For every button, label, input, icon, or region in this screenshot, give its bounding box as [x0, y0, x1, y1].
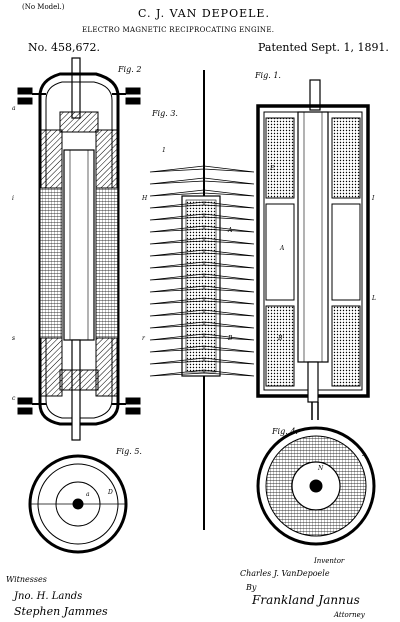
fin: [149, 333, 255, 341]
svg-text:c: c: [12, 395, 16, 402]
fin: [149, 189, 255, 197]
witnesses-label: Witnesses: [6, 575, 47, 584]
patent-number: No. 458,672.: [28, 41, 101, 54]
svg-text:s: s: [362, 451, 365, 458]
by-label: By: [246, 583, 257, 592]
figure-label-fig5: Fig. 5.: [116, 447, 142, 456]
attorney-label: Attorney: [334, 611, 365, 619]
figure-3-fins: [149, 165, 255, 377]
svg-text:D: D: [107, 489, 113, 496]
figure-label-fig1: Fig. 1.: [255, 71, 281, 80]
fin: [149, 345, 255, 353]
inventor-signature: Charles J. VanDepoele: [240, 569, 330, 578]
svg-text:L: L: [371, 295, 376, 302]
svg-text:s: s: [12, 335, 15, 342]
fin: [149, 297, 255, 305]
svg-text:N: N: [317, 465, 324, 472]
fin: [149, 225, 255, 233]
svg-text:r: r: [142, 335, 146, 342]
figure-label-fig4: Fig. 4.: [272, 427, 298, 436]
inventor-label: Inventor: [314, 557, 345, 565]
svg-text:A: A: [279, 245, 285, 252]
figure-2-drawing: [17, 57, 141, 441]
fin: [149, 357, 255, 365]
model-note: (No Model.): [22, 3, 65, 11]
svg-text:B': B': [277, 335, 284, 342]
svg-text:H: H: [141, 195, 148, 202]
witness-1-signature: Jno. H. Lands: [14, 591, 83, 602]
figure-4-drawing: [256, 426, 376, 546]
fin: [149, 177, 255, 185]
patent-title: ELECTRO MAGNETIC RECIPROCATING ENGINE.: [82, 26, 275, 34]
fin: [149, 201, 255, 209]
svg-text:i: i: [12, 195, 14, 202]
patent-date: Patented Sept. 1, 1891.: [258, 41, 389, 54]
witness-2-signature: Stephen Jammes: [14, 605, 108, 618]
fin: [149, 261, 255, 269]
figure-1-drawing: [256, 79, 370, 420]
figure-5-drawing: [28, 454, 128, 554]
fin: [149, 249, 255, 257]
fin: [149, 321, 255, 329]
svg-text:a: a: [86, 491, 90, 498]
figure-label-fig2: Fig. 2: [118, 65, 142, 74]
svg-text:B: B: [227, 335, 233, 342]
figure-label-fig3: Fig. 3.: [152, 109, 178, 118]
fin: [149, 213, 255, 221]
fin: [149, 165, 255, 173]
reference-letters: a i s c H r 1 A B E A B' I L a D N s: [12, 105, 376, 498]
fin: [149, 237, 255, 245]
fin: [149, 309, 255, 317]
svg-text:I: I: [371, 195, 375, 202]
inventor-name: C. J. VAN DEPOELE.: [138, 7, 270, 20]
svg-text:a: a: [12, 105, 16, 112]
fin: [149, 273, 255, 281]
svg-text:E: E: [269, 165, 275, 172]
fin: [149, 369, 255, 377]
fin: [149, 285, 255, 293]
attorney-signature: Frankland Jannus: [252, 593, 360, 607]
svg-text:A: A: [227, 227, 233, 234]
svg-text:1: 1: [162, 147, 166, 154]
